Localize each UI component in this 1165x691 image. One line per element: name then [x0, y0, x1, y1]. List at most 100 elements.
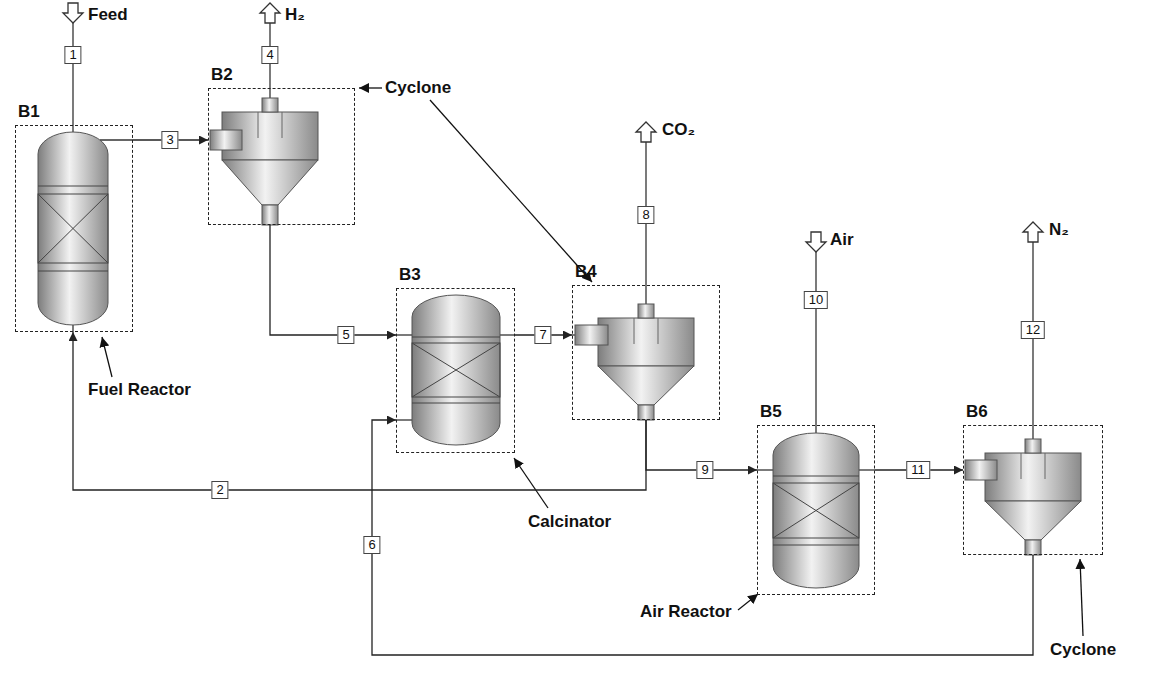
reactor-vessel: [773, 433, 859, 588]
vessel-internals: [38, 194, 108, 263]
cyclone-separator: [965, 460, 997, 480]
cyclone-separator: [210, 130, 242, 150]
stream-number: 9: [696, 461, 713, 479]
vessel-internals: [38, 186, 108, 187]
cyclone-separator: [985, 501, 1081, 540]
cyclone-separator: [575, 325, 608, 345]
cyclone-separator: [222, 160, 318, 205]
leader-arrow: [359, 87, 382, 88]
vessel-internals: [773, 483, 859, 538]
equipment-block: B2: [208, 88, 355, 225]
vessel-internals: [412, 343, 500, 397]
stream-number: 8: [637, 206, 654, 224]
equipment-block: B3: [396, 288, 515, 453]
vessel-internals: [412, 343, 500, 397]
vessel-internals: [773, 545, 859, 546]
cyclone-internals: [634, 318, 635, 344]
open-stream: [72, 23, 73, 134]
reactor-vessel: [412, 295, 500, 445]
cyclone-separator: [638, 405, 654, 420]
flow-arrow: [1023, 222, 1043, 242]
cyclone-internals: [258, 112, 1045, 479]
callout-label: Cyclone: [1050, 640, 1116, 660]
vessel-internals: [412, 403, 500, 404]
vessel-internals: [773, 483, 859, 538]
leader-arrow: [738, 594, 758, 610]
flow-arrow: [636, 122, 656, 142]
pipe-stub: [100, 139, 133, 140]
cyclone-separator: [638, 304, 654, 318]
cyclone-internals: [1021, 453, 1022, 479]
stream-line: [270, 225, 396, 335]
vessel-internals: [773, 483, 859, 538]
stream-number: 11: [906, 461, 930, 479]
reactor-vessel: [38, 132, 859, 588]
flow-arrow: [63, 3, 1043, 252]
block-id: B3: [399, 265, 421, 285]
vessel-internals: [38, 194, 108, 263]
vessel-internals: [38, 271, 108, 272]
flow-arrow: [806, 232, 826, 252]
open-stream: [73, 23, 1033, 439]
block-id: B6: [966, 402, 988, 422]
block-id: B1: [18, 102, 40, 122]
vessel-internals: [38, 194, 108, 263]
pipe-stub: [857, 469, 875, 470]
reactor-vessel: [38, 132, 108, 325]
stream-name: N₂: [1049, 220, 1069, 240]
stream-number: 7: [534, 326, 551, 344]
vessel-internals: [38, 186, 859, 545]
equipment-block: B1: [15, 125, 133, 332]
flow-arrow: [63, 3, 83, 23]
stream-number: 3: [161, 131, 178, 149]
stream-name: H₂: [285, 5, 305, 25]
stream-name: CO₂: [662, 120, 695, 140]
equipment-block: B6: [963, 425, 1103, 555]
open-stream: [1032, 242, 1033, 439]
pipe-stub: [498, 334, 515, 335]
callout-label: Calcinator: [528, 512, 611, 532]
open-stream: [815, 252, 816, 435]
equipment-block: B5: [757, 425, 875, 595]
cyclone-internals: [282, 112, 283, 138]
flow-arrow: [260, 3, 280, 23]
leader-arrow: [102, 88, 1083, 636]
cyclone-internals: [658, 318, 659, 344]
stream-number: 12: [1021, 321, 1045, 339]
stream-number: 1: [64, 46, 81, 64]
callout-label: Fuel Reactor: [88, 380, 191, 400]
vessel-internals: [412, 343, 500, 397]
callout-label: Air Reactor: [640, 602, 732, 622]
equipment-block: B4: [572, 285, 720, 420]
pipe-stub: [757, 469, 775, 470]
stream-name: Air: [830, 230, 854, 250]
cyclone-internals: [258, 112, 259, 138]
cyclone-internals: [1045, 453, 1046, 479]
block-id: B2: [211, 65, 233, 85]
block-id: B5: [760, 402, 782, 422]
stream-number: 4: [261, 46, 278, 64]
cyclone-separator: [262, 98, 278, 112]
callout-label: Cyclone: [385, 78, 451, 98]
stream-line: [372, 420, 1033, 655]
leader-arrow: [102, 337, 112, 377]
cyclone-separator: [598, 366, 694, 405]
pipe-stub: [73, 140, 875, 470]
cyclone-separator: [598, 318, 694, 366]
cyclone-separator: [262, 205, 278, 225]
stream-number: 10: [804, 291, 828, 309]
stream-number: 2: [211, 481, 228, 499]
pipe-stub: [396, 334, 414, 335]
stream-line: [73, 332, 646, 490]
vessel-internals: [412, 337, 500, 338]
block-id: B4: [575, 262, 597, 282]
leader-arrow: [1080, 559, 1083, 636]
leader-arrow: [430, 100, 592, 282]
cyclone-separator: [985, 453, 1081, 501]
cyclone-separator: [1025, 439, 1041, 453]
leader-arrow: [514, 458, 548, 508]
stream-number: 5: [337, 326, 354, 344]
